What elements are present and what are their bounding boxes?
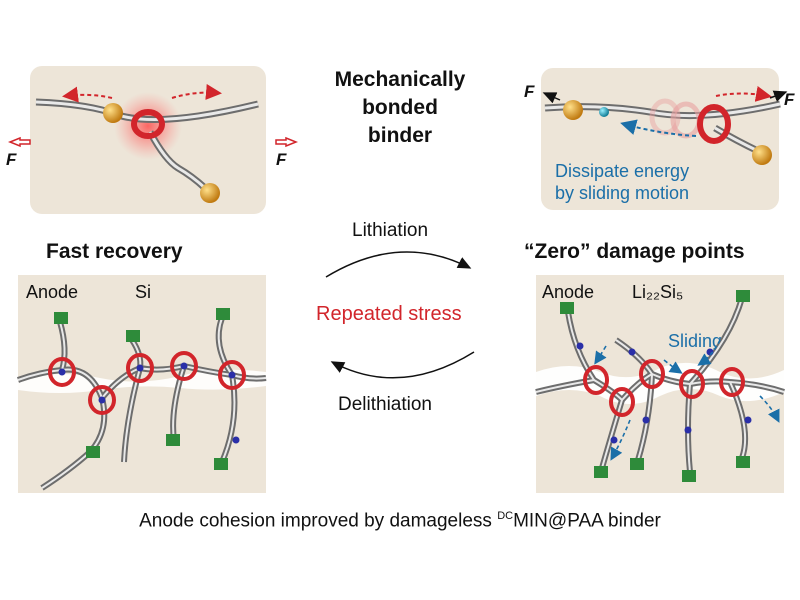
anchor-group [594,466,608,478]
title-line: bonded [362,96,438,119]
force-label: F [276,150,287,169]
delithiation-arrow-icon [330,351,475,379]
anchor-group [216,308,230,320]
stopper-bead [752,145,772,165]
repeated-stress-label: Repeated stress [316,303,462,325]
caption-superscript: DC [497,510,514,522]
lithiation-label: Lithiation [352,220,429,241]
material-label: Li₂₂Si₅ [632,282,684,302]
anchor-group [682,470,696,482]
macrocycle-ring [170,351,198,381]
delithiation-label: Delithiation [338,394,432,415]
macrocycle-ring [719,367,745,397]
caption-text: MIN@PAA binder [513,510,661,532]
page-title: Mechanically bonded binder [300,66,500,150]
macrocycle-ring [88,385,116,415]
force-arrow-icon [275,136,299,148]
annotation-line: Dissipate energy [555,161,690,181]
macrocycle-ring [609,387,635,417]
anchor-group [560,302,574,314]
force-label: F [6,150,17,169]
force-label: F [524,82,535,101]
anchor-group [166,434,180,446]
macrocycle-ring [583,365,609,395]
material-label: Si [135,282,152,302]
macrocycle-ring [131,109,165,139]
fast-recovery-heading: Fast recovery [46,240,183,263]
macrocycle-ring [126,353,154,383]
anode-label: Anode [542,282,595,302]
caption-text: Anode cohesion improved by damageless [139,510,498,532]
macrocycle-ring [697,104,731,144]
stress-glow [114,92,182,160]
anchor-group [630,458,644,470]
dissipate-annotation: Dissipate energy by sliding motion [555,160,689,204]
lithiation-arrow-icon [325,251,472,278]
macrocycle-ring [679,369,705,399]
stopper-bead [599,107,609,117]
title-line: binder [367,124,433,147]
macrocycle-ring [218,360,246,390]
figure-caption: Anode cohesion improved by damageless DC… [0,510,800,532]
force-label: F [784,90,795,109]
anchor-group [126,330,140,342]
title-line: Mechanically [334,68,466,91]
zero-damage-heading: “Zero” damage points [524,240,745,263]
annotation-line: by sliding motion [555,183,690,203]
anchor-group [86,446,100,458]
stopper-bead [563,100,583,120]
force-arrow-icon [7,136,31,148]
anchor-group [54,312,68,324]
macrocycle-ring [639,359,665,389]
anode-label: Anode [26,282,79,302]
sliding-label: Sliding [668,331,723,351]
stopper-bead [200,183,220,203]
anchor-group [736,290,750,302]
anchor-group [214,458,228,470]
stopper-bead [103,103,123,123]
anchor-group [736,456,750,468]
macrocycle-ring [48,357,76,387]
